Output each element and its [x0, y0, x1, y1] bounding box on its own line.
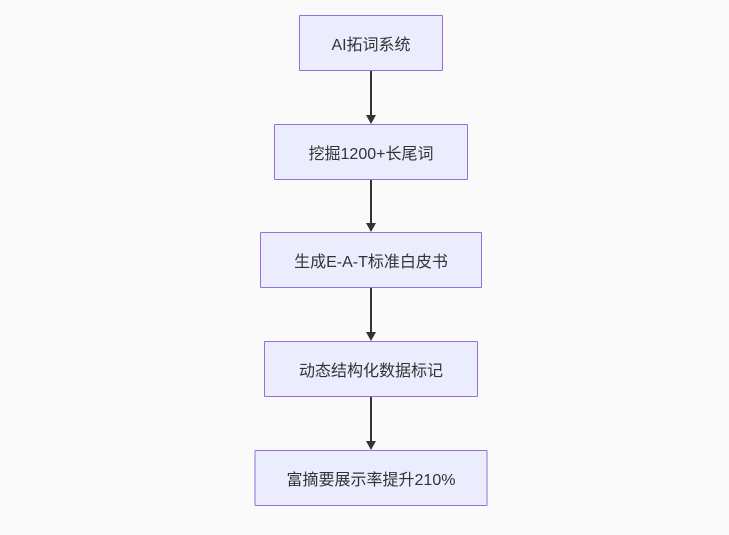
flowchart-edge-2-3	[366, 288, 376, 341]
arrow-line	[370, 288, 372, 333]
node-label: 动态结构化数据标记	[298, 363, 443, 380]
arrow-line	[370, 180, 372, 224]
node-label: 富摘要展示率提升210%	[286, 472, 456, 489]
node-label: 生成E-A-T标准白皮书	[294, 254, 448, 271]
flowchart-node-generate-eat-whitepaper: 生成E-A-T标准白皮书	[260, 232, 482, 288]
flowchart-edge-3-4	[366, 397, 376, 450]
arrow-head-icon	[366, 223, 376, 232]
node-label: AI拓词系统	[331, 37, 411, 54]
node-label: 挖掘1200+长尾词	[308, 146, 434, 163]
arrow-head-icon	[366, 115, 376, 124]
flowchart-node-dynamic-structured-data-markup: 动态结构化数据标记	[264, 341, 478, 397]
flowchart-node-ai-word-expansion-system: AI拓词系统	[299, 15, 443, 71]
flowchart-node-mine-longtail-keywords: 挖掘1200+长尾词	[274, 124, 468, 180]
flowchart-edge-1-2	[366, 180, 376, 232]
flowchart-edge-0-1	[366, 71, 376, 124]
arrow-line	[370, 397, 372, 442]
flowchart-node-rich-snippet-rate-increase: 富摘要展示率提升210%	[254, 450, 488, 506]
arrow-head-icon	[366, 441, 376, 450]
arrow-line	[370, 71, 372, 116]
arrow-head-icon	[366, 332, 376, 341]
